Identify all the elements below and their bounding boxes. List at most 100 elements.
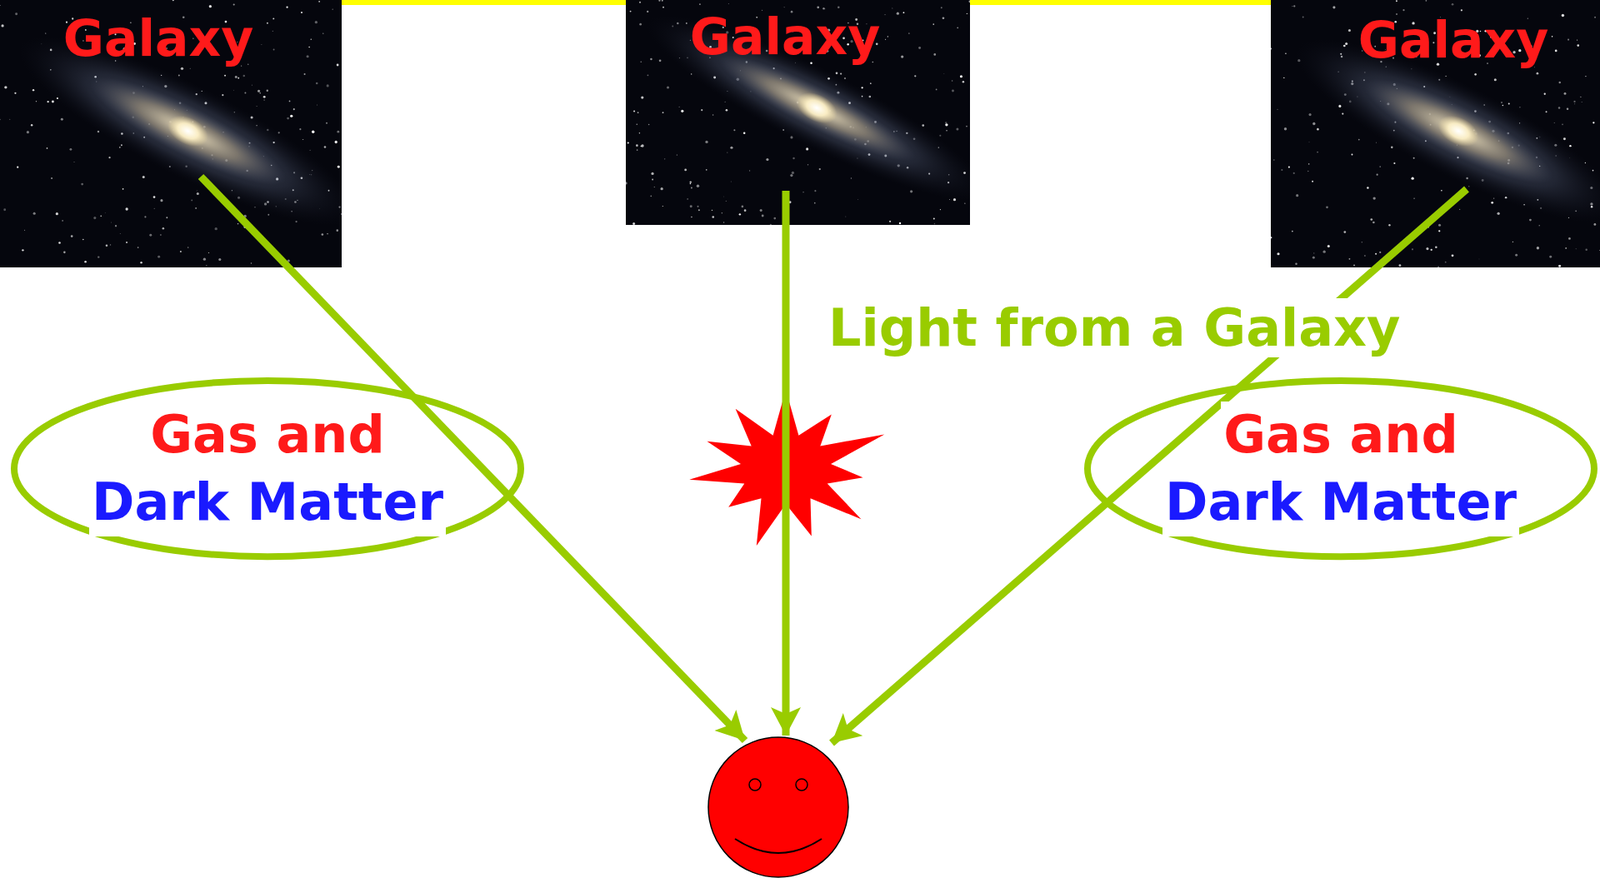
- star-dot: [84, 260, 87, 264]
- star-dot: [1437, 266, 1440, 268]
- star-dot: [61, 220, 63, 221]
- star-dot: [658, 0, 660, 2]
- star-dot: [1451, 254, 1455, 257]
- star-dot: [1494, 78, 1497, 81]
- star-dot: [870, 82, 872, 85]
- light-rays: [200, 176, 1467, 744]
- ellipse-text: Dark Matter: [89, 469, 446, 537]
- star-dot: [0, 5, 1, 7]
- star-dot: [1366, 186, 1369, 189]
- star-dot: [1312, 256, 1315, 260]
- star-dot: [1585, 249, 1587, 251]
- star-dot: [640, 95, 644, 99]
- star-dot: [1332, 5, 1335, 9]
- galaxy-core: [162, 109, 214, 153]
- star-dot: [1361, 241, 1363, 243]
- star-dot: [1430, 249, 1433, 251]
- star-dot: [1276, 108, 1279, 110]
- galaxy-arms: [1353, 61, 1563, 200]
- star-dot: [891, 7, 894, 10]
- star-dot: [235, 75, 238, 79]
- text-holder: Galaxy: [690, 8, 881, 66]
- star-dot: [250, 84, 253, 86]
- star-dot: [1375, 141, 1377, 144]
- star-dot: [730, 180, 732, 183]
- star-dot: [814, 190, 816, 192]
- star-dot: [1348, 29, 1351, 32]
- star-dot: [58, 241, 61, 245]
- star-dot: [1379, 251, 1381, 254]
- star-dot: [105, 245, 109, 248]
- star-dot: [744, 209, 747, 212]
- star-dot: [180, 250, 182, 253]
- star-dot: [1435, 245, 1438, 249]
- star-dot: [966, 13, 968, 15]
- star-dot: [636, 124, 638, 125]
- star-dot: [630, 10, 632, 13]
- star-dot: [233, 89, 235, 91]
- star-dot: [1370, 218, 1373, 221]
- star-dot: [209, 5, 212, 8]
- star-dot: [30, 124, 33, 126]
- text-holder: Gas andDark Matter: [1083, 376, 1599, 561]
- star-dot: [153, 195, 156, 199]
- star-dot: [46, 100, 49, 103]
- star-dot: [640, 144, 644, 147]
- star-dot: [237, 223, 239, 225]
- star-dot: [14, 92, 16, 95]
- star-dot: [711, 210, 713, 211]
- star-dot: [675, 154, 678, 156]
- galaxy-box: Galaxy: [625, 0, 970, 225]
- star-dot: [1283, 77, 1285, 79]
- star-dot: [82, 239, 84, 240]
- star-dot: [1567, 39, 1570, 41]
- star-dot: [1580, 96, 1581, 98]
- star-dot: [336, 64, 340, 67]
- star-dot: [1594, 16, 1596, 19]
- star-dot: [728, 3, 730, 5]
- star-dot: [266, 22, 269, 25]
- text-holder: Gas andDark Matter: [10, 376, 525, 561]
- star-dot: [659, 59, 662, 62]
- star-dot: [1308, 113, 1311, 116]
- star-dot: [1288, 166, 1290, 169]
- star-dot: [730, 146, 733, 150]
- star-dot: [1295, 262, 1297, 265]
- star-dot: [21, 249, 24, 251]
- star-dot: [195, 190, 198, 192]
- star-dot: [1302, 16, 1305, 19]
- ellipse-border: [14, 380, 521, 557]
- star-dot: [1351, 154, 1354, 156]
- star-dot: [154, 208, 155, 210]
- galaxy-halo: [630, 0, 970, 225]
- star-dot: [1341, 112, 1344, 115]
- star-dot: [180, 67, 184, 70]
- galaxy-core: [791, 86, 843, 130]
- star-dot: [1478, 258, 1480, 260]
- star-dot: [1515, 254, 1518, 257]
- star-dot: [1284, 127, 1287, 130]
- star-dot: [110, 221, 113, 224]
- star-dot: [324, 145, 327, 149]
- star-dot: [1293, 5, 1295, 7]
- star-dot: [140, 261, 143, 265]
- star-dot: [196, 192, 200, 195]
- star-dot: [687, 198, 689, 200]
- star-dot: [318, 0, 320, 3]
- star-dot: [1293, 172, 1295, 175]
- star-dot: [903, 11, 905, 14]
- star-dot: [725, 200, 727, 202]
- star-dot: [273, 48, 275, 50]
- star-dot: [835, 72, 839, 75]
- star-dot: [733, 129, 735, 131]
- star-dot: [1364, 255, 1366, 257]
- star-dot: [315, 82, 319, 85]
- star-dot: [1564, 92, 1567, 95]
- star-dot: [125, 241, 128, 244]
- star-dot: [1496, 212, 1500, 215]
- star-dot: [696, 185, 700, 188]
- star-dot: [741, 205, 745, 209]
- star-dot: [221, 94, 224, 96]
- star-dot: [896, 12, 900, 15]
- galaxy-halo: [0, 5, 342, 257]
